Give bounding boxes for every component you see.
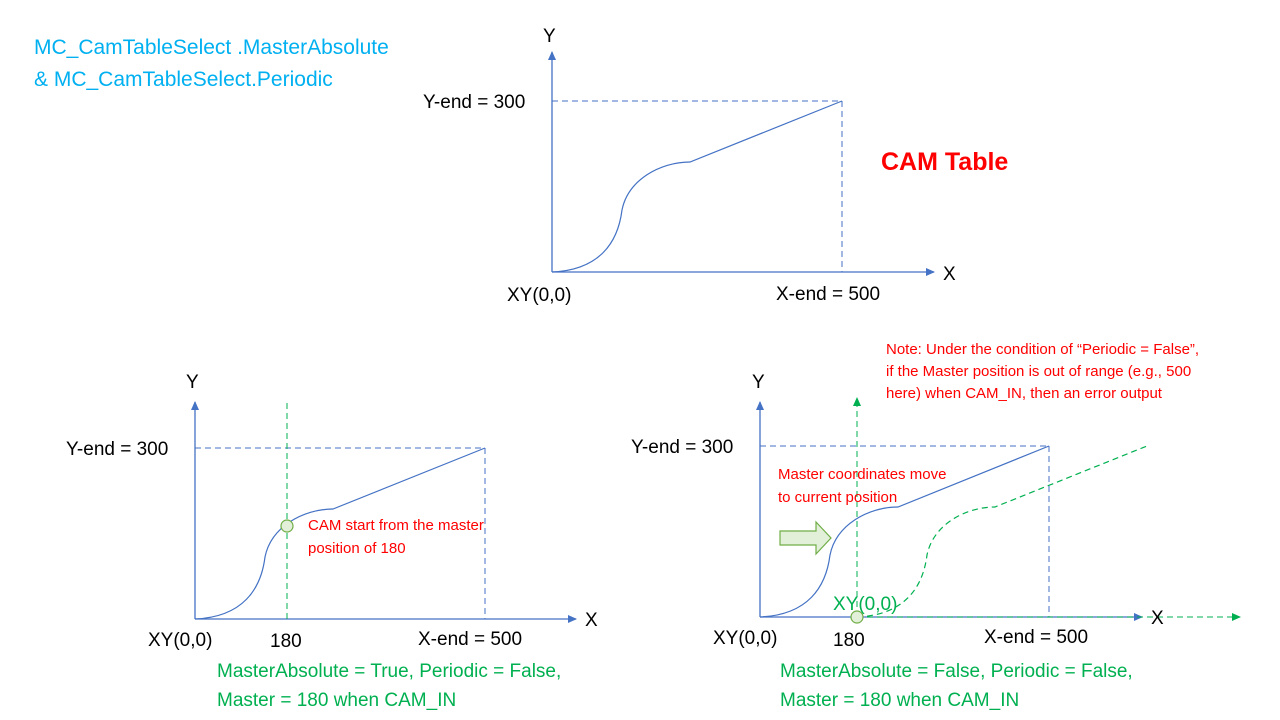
cam-table-label: CAM Table <box>881 148 1009 176</box>
periodic-note-line-2: if the Master position is out of range (… <box>886 363 1192 380</box>
left-y-axis-label: Y <box>186 372 199 393</box>
left-start-note-line-1: CAM start from the master <box>308 517 484 534</box>
shifted-cam-curve <box>856 445 1148 618</box>
right-cam-curve <box>759 445 1050 618</box>
top-cam-diagram <box>548 51 935 276</box>
right-y-end-label: Y-end = 300 <box>631 437 734 458</box>
left-y-end-label: Y-end = 300 <box>66 439 169 460</box>
page-title-line-2: & MC_CamTableSelect.Periodic <box>34 68 333 91</box>
right-caption-line-2: Master = 180 when CAM_IN <box>780 690 1020 711</box>
right-y-axis-label: Y <box>752 372 765 393</box>
right-x-end-label: X-end = 500 <box>984 627 1089 648</box>
periodic-note-line-3: here) when CAM_IN, then an error output <box>886 385 1162 402</box>
right-caption-line-1: MasterAbsolute = False, Periodic = False… <box>780 661 1133 682</box>
left-origin-label: XY(0,0) <box>148 630 213 651</box>
left-start-note-line-2: position of 180 <box>308 540 406 557</box>
move-arrow-icon <box>779 520 832 556</box>
top-cam-curve <box>551 100 843 273</box>
left-x-axis-label: X <box>585 610 598 631</box>
move-note-line-1: Master coordinates move <box>778 466 947 483</box>
top-origin-label: XY(0,0) <box>507 285 572 306</box>
left-master-start-marker <box>280 519 294 533</box>
left-cam-diagram <box>191 401 577 623</box>
top-y-end-label: Y-end = 300 <box>423 92 526 113</box>
shifted-origin-marker <box>850 610 864 624</box>
top-x-end-label: X-end = 500 <box>776 284 881 305</box>
right-x-axis-label: X <box>1151 608 1164 629</box>
right-cam-diagram <box>756 397 1241 624</box>
move-note-line-2: to current position <box>778 489 898 506</box>
periodic-note-line-1: Note: Under the condition of “Periodic =… <box>886 341 1200 358</box>
right-master-tick-label: 180 <box>833 630 865 651</box>
left-master-tick-label: 180 <box>270 631 302 652</box>
left-caption-line-2: Master = 180 when CAM_IN <box>217 690 457 711</box>
right-origin-label: XY(0,0) <box>713 628 778 649</box>
left-cam-curve <box>194 447 486 620</box>
top-x-axis-label: X <box>943 264 956 285</box>
top-y-axis-label: Y <box>543 26 556 47</box>
shifted-origin-label: XY(0,0) <box>833 594 898 615</box>
page-title-line-1: MC_CamTableSelect .MasterAbsolute <box>34 36 389 59</box>
left-x-end-label: X-end = 500 <box>418 629 523 650</box>
left-caption-line-1: MasterAbsolute = True, Periodic = False, <box>217 661 562 682</box>
